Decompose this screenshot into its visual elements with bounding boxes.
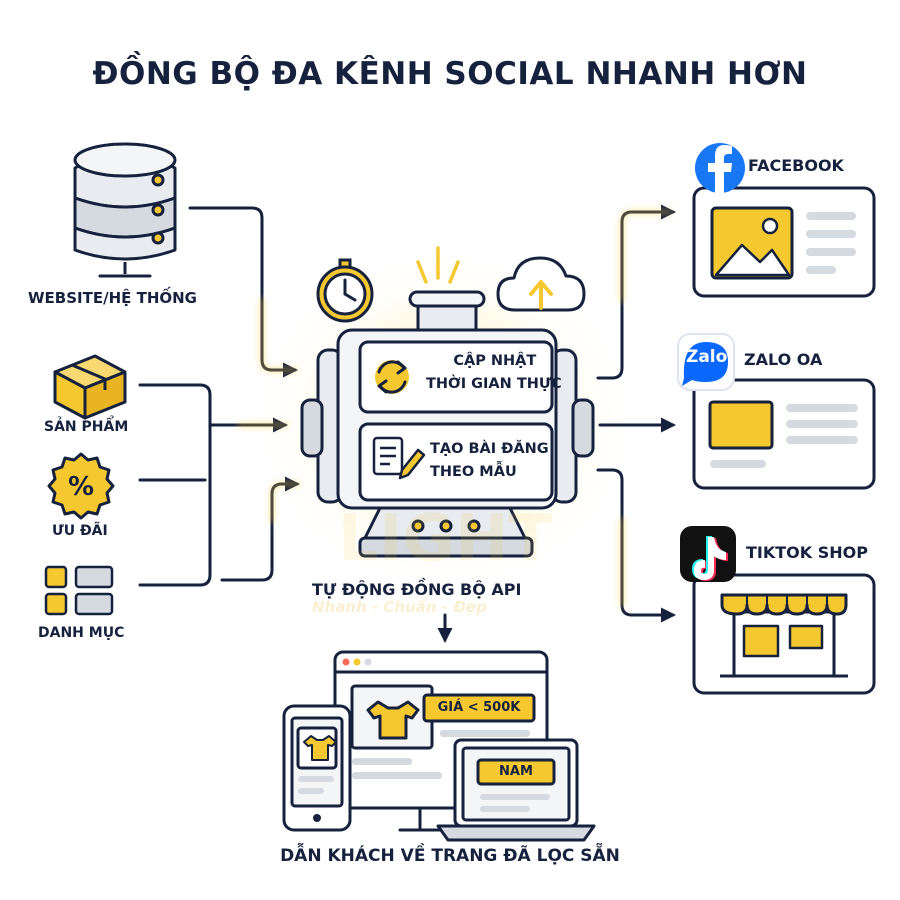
channel-label-tiktok: TIKTOK SHOP: [746, 543, 868, 562]
channel-label-facebook: FACEBOOK: [748, 156, 844, 175]
channel-label-zalo: ZALO OA: [744, 350, 823, 369]
source-label-discount: ƯU ĐÃI: [52, 523, 108, 539]
hub-task-realtime: CẬP NHẬT THỜI GIAN THỰC: [426, 350, 562, 396]
tiktok-card: [692, 573, 876, 695]
output-label: DẪN KHÁCH VỀ TRANG ĐÃ LỌC SẴN: [280, 846, 620, 866]
hub-task-template-line1: TẠO BÀI ĐĂNG: [430, 441, 549, 457]
phone-lines: [298, 776, 334, 794]
filter-gender-pill: NAM: [499, 764, 533, 779]
source-label-products: SẢN PHẨM: [44, 419, 129, 435]
facebook-card-lines: [806, 212, 856, 274]
zalo-icon-text: Zalo: [686, 347, 728, 367]
hub-task-template: TẠO BÀI ĐĂNG THEO MẪU: [430, 438, 549, 484]
zalo-card-lines: [710, 404, 858, 468]
category-grid-icon: [44, 565, 114, 616]
cloud-upload-icon: [496, 256, 586, 312]
hub-task-realtime-line1: CẬP NHẬT: [453, 353, 537, 369]
tiktok-icon: [680, 526, 736, 582]
zalo-card: [692, 378, 876, 490]
product-box-icon: [53, 354, 127, 420]
source-label-website: WEBSITE/HỆ THỐNG: [28, 289, 197, 307]
laptop-lines: [480, 794, 550, 812]
hub-label: TỰ ĐỘNG ĐỒNG BỘ API: [312, 580, 522, 599]
page-title: ĐỒNG BỘ ĐA KÊNH SOCIAL NHANH HƠN: [92, 56, 808, 92]
hub-task-template-line2: THEO MẪU: [430, 464, 517, 480]
server-database-icon: [73, 142, 177, 278]
connector-glow: [237, 209, 673, 608]
hub-task-realtime-line2: THỜI GIAN THỰC: [426, 376, 562, 392]
phone-device: [282, 704, 352, 832]
desktop-lines: [352, 730, 530, 779]
window-dots: [342, 658, 372, 666]
clock-icon: [316, 258, 374, 323]
sparkle-rays: [416, 246, 460, 284]
svg-text:%: %: [68, 472, 94, 502]
filter-price-pill: GIÁ < 500K: [437, 700, 521, 715]
discount-percent-icon: %: [47, 452, 115, 520]
source-label-category: DANH MỤC: [38, 625, 125, 641]
facebook-icon: [695, 143, 745, 193]
watermark-logo: LIGHT: [338, 502, 553, 576]
watermark-slogan: Nhanh - Chuẩn - Đẹp: [312, 598, 487, 616]
laptop-device: [436, 738, 596, 842]
zalo-icon: [677, 333, 735, 391]
connector-bracket: [138, 383, 212, 587]
document-edit-icon: [372, 436, 426, 480]
refresh-sync-icon: [375, 360, 409, 394]
facebook-card: [692, 186, 876, 298]
